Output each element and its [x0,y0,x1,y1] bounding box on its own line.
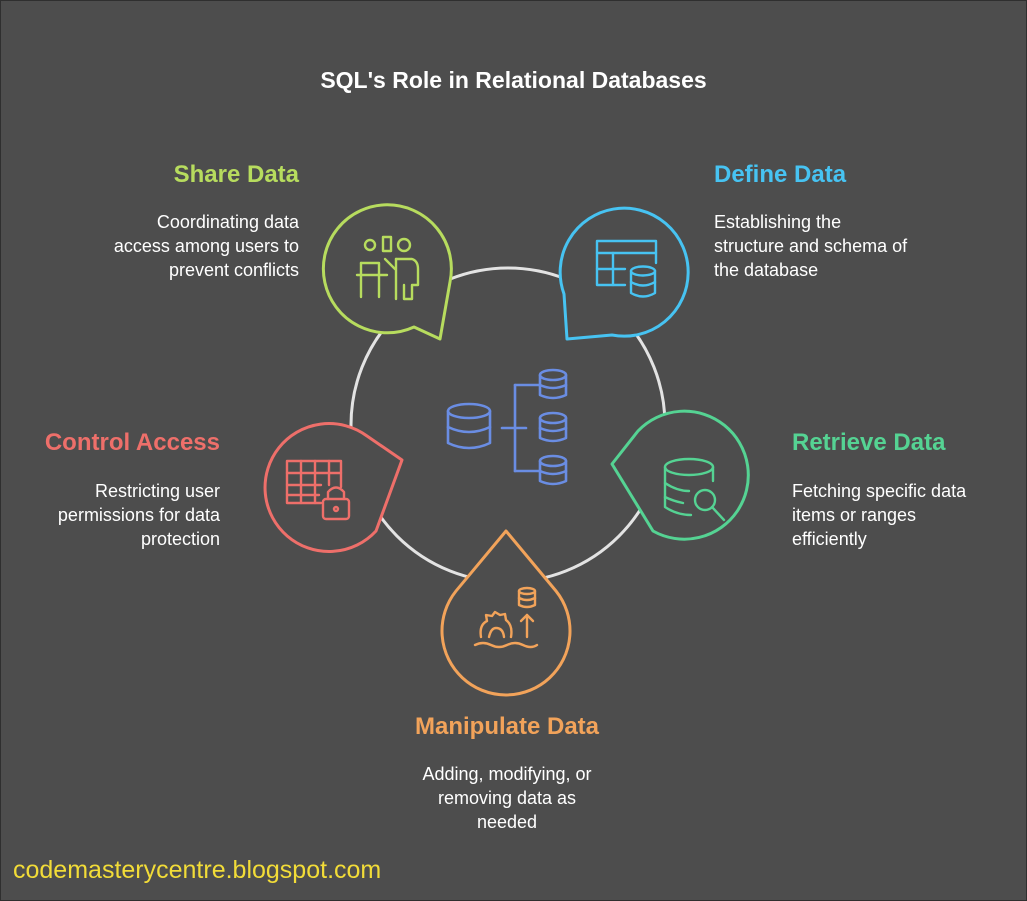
manipulate-data-node [440,529,572,697]
footer-site-link[interactable]: codemasterycentre.blogspot.com [13,856,382,884]
retrieve-data-node [610,409,750,541]
share-data-node [321,203,453,341]
database-search-icon [663,457,726,522]
share-data-title: Share Data [173,161,299,188]
retrieve-data-description: Fetching specific data items or ranges e… [792,481,967,549]
retrieve-data-title: Retrieve Data [792,429,946,456]
define-data-title: Define Data [714,161,847,188]
table-lock-icon [285,459,351,521]
control-access-description: Restricting user permissions for data pr… [57,481,220,549]
page-title: SQL's Role in Relational Databases [320,67,707,93]
define-data-node [558,206,690,341]
manipulate-data-title: Manipulate Data [414,713,600,740]
define-data-description: Establishing the structure and schema of… [714,212,908,280]
database-hierarchy-icon [446,368,568,486]
manipulate-data-description: Adding, modifying, or removing data as n… [422,764,592,832]
presentation-users-icon [355,235,420,301]
gear-database-upload-icon [473,586,539,649]
table-database-icon [595,239,658,298]
control-access-title: Control Access [44,429,220,456]
share-data-description: Coordinating data access among users to … [113,212,299,280]
control-access-node [263,422,404,554]
